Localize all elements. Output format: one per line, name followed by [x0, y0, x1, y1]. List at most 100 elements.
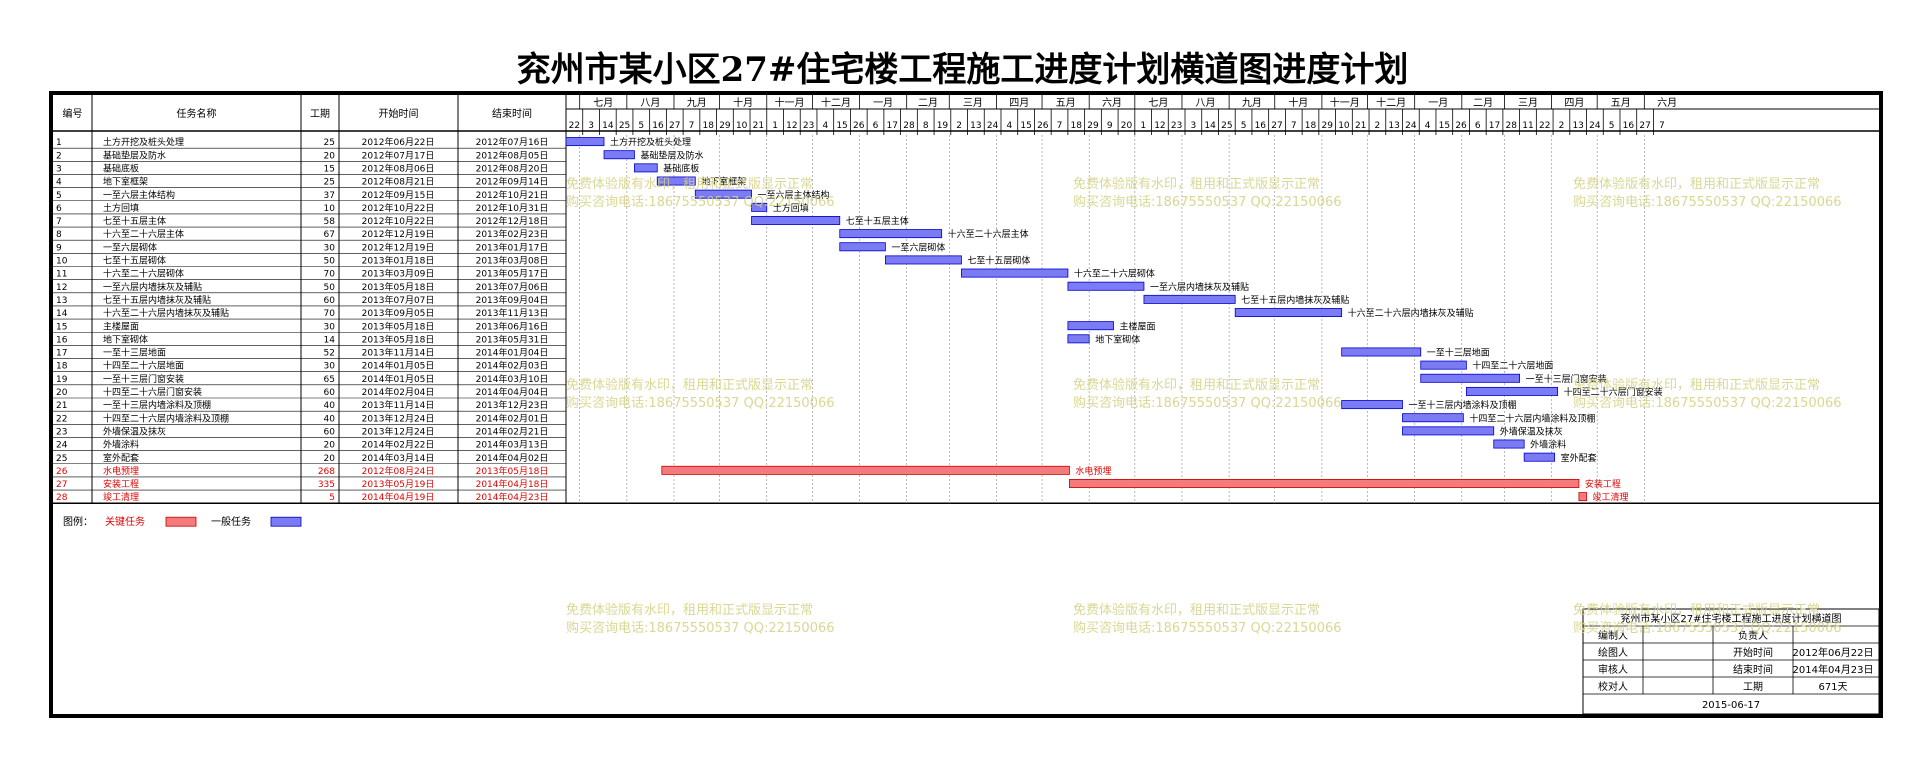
task-num: 15: [56, 322, 67, 332]
bar-label: 土方开挖及桩头处理: [610, 136, 691, 148]
task-dur: 65: [324, 375, 335, 385]
day-label: 13: [1388, 121, 1399, 131]
info-label: 开始时间: [1733, 646, 1773, 659]
watermark-line1: 免费体验版有水印，租用和正式版显示正常: [1073, 602, 1320, 618]
task-start: 2012年10月22日: [362, 202, 435, 214]
task-end: 2014年04月04日: [476, 386, 549, 398]
task-num: 4: [56, 178, 62, 188]
watermark-line2: 购买咨询电话:18675550537 QQ:22150066: [566, 620, 835, 636]
month-label: 六月: [1102, 97, 1122, 109]
day-label: 16: [1255, 121, 1267, 131]
task-bar: [1067, 334, 1090, 344]
watermark-line2: 购买咨询电话:18675550537 QQ:22150066: [1573, 194, 1842, 210]
bar-label: 七至十五层主体: [846, 215, 909, 227]
day-label: 2: [956, 121, 962, 131]
day-label: 2: [1559, 121, 1565, 131]
day-label: 18: [1305, 121, 1317, 131]
day-label: 1: [1140, 121, 1146, 131]
bar-label: 十四至二十六层地面: [1472, 360, 1553, 372]
task-dur: 335: [318, 480, 335, 490]
bar-label: 一至十三层门窗安装: [1526, 373, 1607, 385]
task-num: 17: [56, 349, 67, 359]
info-label: 工期: [1743, 681, 1763, 693]
info-label: 负责人: [1738, 629, 1768, 642]
day-label: 17: [887, 121, 898, 131]
day-label: 5: [1609, 121, 1615, 131]
task-end: 2013年03月08日: [476, 255, 549, 267]
task-end: 2014年02月03日: [476, 360, 549, 372]
task-start: 2013年05月19日: [362, 478, 435, 490]
task-end: 2014年01月04日: [476, 347, 549, 359]
task-dur: 60: [324, 296, 336, 306]
task-start: 2013年03月09日: [362, 268, 435, 280]
task-bar: [1341, 400, 1403, 410]
month-label: 一月: [873, 97, 893, 109]
task-name: 土方开挖及桩头处理: [103, 136, 184, 148]
day-label: 15: [836, 121, 847, 131]
task-end: 2012年12月18日: [476, 215, 549, 227]
day-label: 25: [1221, 121, 1232, 131]
task-start: 2014年03月14日: [362, 452, 435, 464]
day-label: 24: [987, 121, 999, 131]
task-dur: 20: [324, 454, 336, 464]
month-label: 九月: [687, 97, 707, 109]
watermark-line2: 购买咨询电话:18675550537 QQ:22150066: [1073, 620, 1342, 636]
task-bar: [1493, 439, 1525, 449]
month-label: 七月: [593, 97, 613, 109]
task-start: 2012年06月22日: [362, 136, 435, 148]
bar-label: 十四至二十六层门窗安装: [1564, 386, 1663, 398]
bar-label: 基础底板: [663, 162, 699, 174]
task-dur: 67: [324, 230, 335, 240]
watermark-line2: 购买咨询电话:18675550537 QQ:22150066: [1073, 194, 1342, 210]
task-dur: 37: [324, 191, 335, 201]
day-label: 6: [1475, 121, 1481, 131]
task-end: 2014年04月18日: [476, 478, 549, 490]
task-start: 2013年12月24日: [362, 412, 435, 424]
task-dur: 15: [324, 164, 335, 174]
bar-label: 一至六层主体结构: [758, 189, 830, 201]
task-start: 2014年04月19日: [362, 491, 435, 503]
header-start: 开始时间: [379, 107, 419, 120]
task-name: 十四至二十六层地面: [103, 360, 184, 372]
bar-label: 安装工程: [1585, 478, 1621, 490]
bar-label: 竣工清理: [1593, 491, 1629, 503]
watermark-line1: 免费体验版有水印，租用和正式版显示正常: [1073, 377, 1320, 393]
task-name: 安装工程: [103, 478, 139, 490]
legend-critical-text: 关键任务: [105, 515, 145, 528]
day-label: 13: [970, 121, 981, 131]
task-start: 2013年12月24日: [362, 425, 435, 437]
task-dur: 60: [324, 427, 336, 437]
day-label: 15: [1439, 121, 1450, 131]
task-start: 2012年08月24日: [362, 465, 435, 477]
task-num: 23: [56, 427, 67, 437]
task-dur: 30: [324, 362, 336, 372]
task-name: 基础垫层及防水: [103, 149, 166, 161]
task-name: 十四至二十六层门窗安装: [103, 386, 202, 398]
bar-label: 十六至二十六层内墙抹灰及辅贴: [1348, 307, 1474, 319]
task-num: 28: [56, 493, 68, 503]
task-start: 2012年12月19日: [362, 241, 435, 253]
task-end: 2013年09月04日: [476, 294, 549, 306]
task-name: 一至十三层门窗安装: [103, 373, 184, 385]
info-label: 审核人: [1598, 663, 1628, 676]
task-dur: 50: [324, 283, 336, 293]
task-name: 土方回填: [103, 202, 139, 214]
task-dur: 30: [324, 243, 336, 253]
task-num: 10: [56, 257, 68, 267]
month-label: 十月: [1288, 96, 1308, 109]
day-label: 4: [1425, 121, 1431, 131]
month-label: 六月: [1657, 97, 1677, 109]
day-label: 18: [1071, 121, 1083, 131]
day-label: 25: [619, 121, 630, 131]
legend-normal-swatch: [270, 516, 302, 527]
bar-label: 一至十三层地面: [1427, 347, 1490, 359]
day-label: 22: [569, 121, 580, 131]
task-dur: 52: [324, 349, 335, 359]
task-start: 2012年07月17日: [362, 149, 435, 161]
task-name: 水电预埋: [103, 465, 139, 477]
bar-label: 水电预埋: [1075, 465, 1111, 477]
day-label: 15: [1020, 121, 1031, 131]
task-end: 2014年04月23日: [476, 491, 549, 503]
watermark-line2: 购买咨询电话:18675550537 QQ:22150066: [566, 194, 835, 210]
task-bar: [1341, 347, 1422, 357]
